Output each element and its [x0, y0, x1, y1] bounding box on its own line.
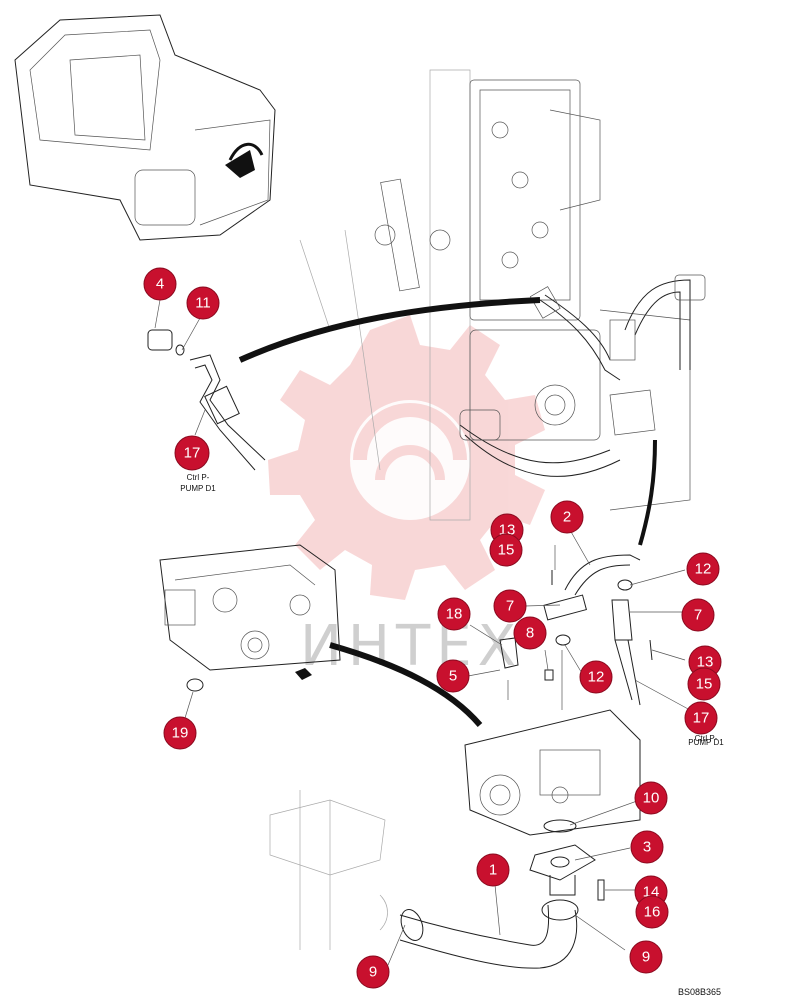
callout-10: 10	[634, 781, 668, 815]
suction-tube-drawing	[269, 790, 605, 969]
watermark-gear-logo	[268, 315, 545, 600]
hose-label-line1: Ctrl P-	[187, 473, 210, 482]
svg-text:3: 3	[643, 839, 651, 856]
svg-text:16: 16	[644, 904, 661, 921]
hose-label-line2: PUMP D1	[180, 484, 216, 493]
svg-text:17: 17	[693, 710, 710, 727]
svg-text:11: 11	[195, 295, 211, 312]
callout-15-lower: 15	[687, 667, 721, 701]
callout-12-upper: 12	[686, 552, 720, 586]
callout-7-left: 7	[493, 589, 527, 623]
hose-route-line-upper	[238, 297, 541, 363]
svg-text:15: 15	[696, 676, 713, 693]
svg-text:17: 17	[184, 445, 201, 462]
svg-text:2: 2	[563, 509, 571, 526]
leader-lines	[154, 299, 691, 966]
callout-17-upper: 17	[174, 435, 210, 471]
svg-text:12: 12	[695, 561, 712, 578]
svg-text:10: 10	[643, 790, 660, 807]
svg-text:9: 9	[369, 964, 377, 981]
callout-8: 8	[513, 616, 547, 650]
svg-text:7: 7	[694, 607, 702, 624]
svg-text:18: 18	[446, 606, 463, 623]
svg-text:19: 19	[172, 725, 189, 742]
hose-label-right-line1: Ctrl P-	[695, 734, 718, 743]
upper-left-hose-drawing: Ctrl P- PUMP D1	[147, 329, 266, 493]
callout-2: 2	[550, 500, 584, 534]
svg-text:8: 8	[526, 625, 534, 642]
callout-7-right: 7	[681, 598, 715, 632]
callout-9-right: 9	[629, 940, 663, 974]
callout-11: 11	[186, 286, 220, 320]
callout-3: 3	[630, 830, 664, 864]
svg-text:13: 13	[697, 654, 714, 671]
hose-route-line-lower	[329, 642, 483, 727]
callout-9-left: 9	[356, 955, 390, 989]
svg-text:1: 1	[489, 862, 497, 879]
callout-15-upper: 15	[489, 533, 523, 567]
hydraulic-pump-drawing	[159, 544, 341, 692]
callout-12-lower: 12	[579, 660, 613, 694]
svg-text:7: 7	[506, 598, 514, 615]
hose-label-right-line2: PUMP D1	[688, 738, 724, 747]
callout-5: 5	[436, 659, 470, 693]
callout-16: 16	[635, 895, 669, 929]
svg-text:5: 5	[449, 668, 457, 685]
hose-route-line-right	[638, 439, 657, 546]
callout-17-lower: 17	[684, 701, 718, 735]
excavator-overview-drawing	[14, 14, 276, 241]
lower-pump-assembly-drawing: Ctrl P- PUMP D1	[464, 554, 724, 836]
svg-text:9: 9	[642, 949, 650, 966]
callout-18: 18	[437, 597, 471, 631]
callout-19: 19	[163, 716, 197, 750]
svg-text:15: 15	[498, 542, 515, 559]
svg-text:12: 12	[588, 669, 605, 686]
callout-4: 4	[143, 267, 177, 301]
callout-1: 1	[476, 853, 510, 887]
svg-text:4: 4	[156, 276, 164, 293]
drawing-reference-code: BS08B365	[678, 987, 721, 997]
